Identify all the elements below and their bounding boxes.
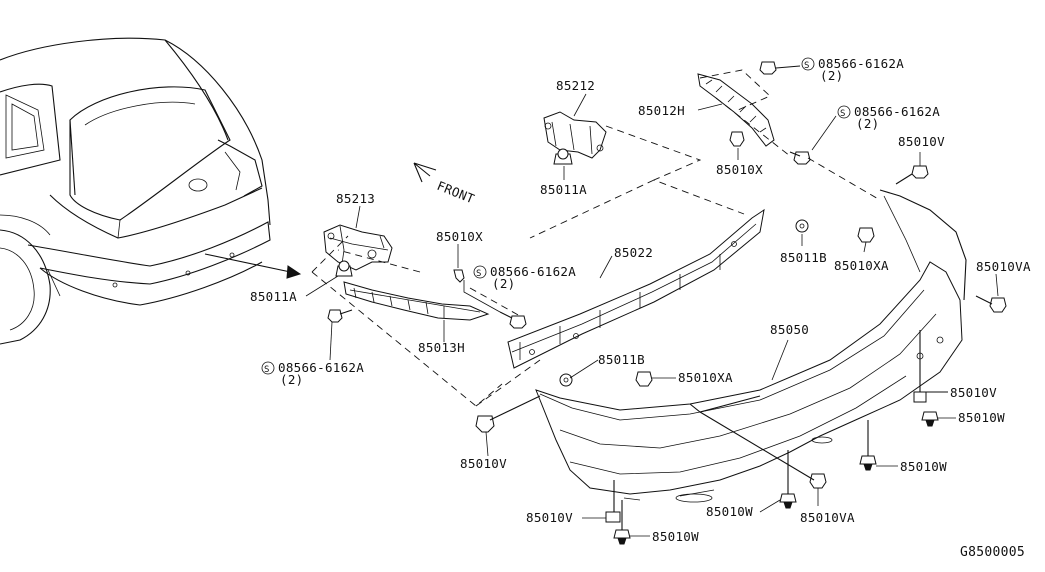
- label-85011A-top: 85011A: [540, 182, 587, 197]
- screw-08566-top2: [789, 151, 811, 165]
- label-85012H: 85012H: [638, 103, 685, 118]
- diagram-code: G8500005: [960, 545, 1025, 560]
- screw-85010VA-bottom: [699, 411, 827, 489]
- label-85010V-bottom: 85010V: [526, 510, 573, 525]
- label-08566-tr1-qty: (2): [820, 68, 843, 83]
- nut-85011B-mid: [559, 373, 573, 387]
- screw-85010V-right: [913, 330, 927, 403]
- label-85010VA-bottom: 85010VA: [800, 510, 855, 525]
- part-85022-reinforcement: [507, 208, 765, 369]
- label-85213: 85213: [336, 191, 375, 206]
- label-08566-tr2-qty: (2): [856, 116, 879, 131]
- svg-text:S: S: [476, 269, 482, 279]
- part-85050-bumper-fascia: [535, 189, 967, 503]
- projection-lines-top-right: [699, 69, 881, 201]
- vehicle-rear-illustration: [0, 37, 302, 345]
- screw-08566-top: [759, 61, 801, 75]
- clip-85010W-bottom2: [613, 500, 631, 545]
- svg-text:S: S: [264, 365, 270, 375]
- clip-85010X-mid: [453, 269, 465, 283]
- fastener-85011A-top: [553, 148, 573, 165]
- label-85011B-mid: 85011B: [598, 352, 645, 367]
- clip-85010XA-mid: [635, 371, 653, 387]
- nut-85011B-right: [795, 219, 809, 233]
- label-85010V-tr: 85010V: [898, 134, 945, 149]
- label-85010V-left: 85010V: [460, 456, 507, 471]
- circled-s-symbol-mid: S: [473, 265, 487, 279]
- label-85010XA-mid: 85010XA: [678, 370, 733, 385]
- label-85010VA-right: 85010VA: [976, 259, 1031, 274]
- part-85212-bracket: [543, 111, 607, 159]
- fastener-85011A-left: [335, 260, 353, 277]
- circled-s-symbol-left: S: [261, 361, 275, 375]
- screw-85010V-left: [475, 395, 541, 433]
- leader-lines: [305, 93, 999, 537]
- label-85010W-bottom1: 85010W: [706, 504, 753, 519]
- label-08566-tr2: 08566-6162A: [854, 104, 940, 119]
- clip-85010XA-right: [857, 227, 875, 243]
- screw-08566-left: [327, 309, 353, 323]
- label-85212: 85212: [556, 78, 595, 93]
- circled-s-symbol-tr1: S: [801, 57, 815, 71]
- label-08566-left-qty: (2): [280, 372, 303, 387]
- screw-85010V-tr: [895, 165, 929, 185]
- part-85013H-absorber: [343, 281, 490, 321]
- callout-labels: 85212 85012H 85010X 85011A 08566-6162A (…: [250, 56, 1031, 560]
- label-08566-left: 08566-6162A: [278, 360, 364, 375]
- projection-lines-top: [529, 125, 745, 239]
- screw-85010V-bottom: [605, 480, 621, 523]
- projection-lines-left: [311, 235, 541, 407]
- label-85010W-right2: 85010W: [900, 459, 947, 474]
- label-08566-tr1: 08566-6162A: [818, 56, 904, 71]
- label-85010XA-right: 85010XA: [834, 258, 889, 273]
- front-label: FRONT: [435, 178, 477, 207]
- screw-85010VA-right: [975, 295, 1007, 313]
- screw-08566-mid: [499, 311, 527, 329]
- svg-text:S: S: [804, 61, 810, 71]
- front-direction-indicator: FRONT: [413, 162, 477, 207]
- label-85022: 85022: [614, 245, 653, 260]
- part-85213-bracket: [323, 224, 393, 271]
- label-08566-mid: 08566-6162A: [490, 264, 576, 279]
- clip-85010W-bottom1: [779, 450, 797, 509]
- label-85010W-bottom2: 85010W: [652, 529, 699, 544]
- label-85010X-mid: 85010X: [436, 229, 483, 244]
- label-85010W-right1: 85010W: [958, 410, 1005, 425]
- label-85010X-top: 85010X: [716, 162, 763, 177]
- label-85050: 85050: [770, 322, 809, 337]
- clip-85010X-top: [729, 131, 745, 147]
- label-85013H: 85013H: [418, 340, 465, 355]
- label-85011A-left: 85011A: [250, 289, 297, 304]
- circled-s-symbol-tr2: S: [837, 105, 851, 119]
- clip-85010W-right1: [921, 411, 939, 427]
- svg-text:S: S: [840, 109, 846, 119]
- label-85010V-right: 85010V: [950, 385, 997, 400]
- clip-85010W-right2: [859, 420, 877, 471]
- label-85011B-right: 85011B: [780, 250, 827, 265]
- label-08566-mid-qty: (2): [492, 276, 515, 291]
